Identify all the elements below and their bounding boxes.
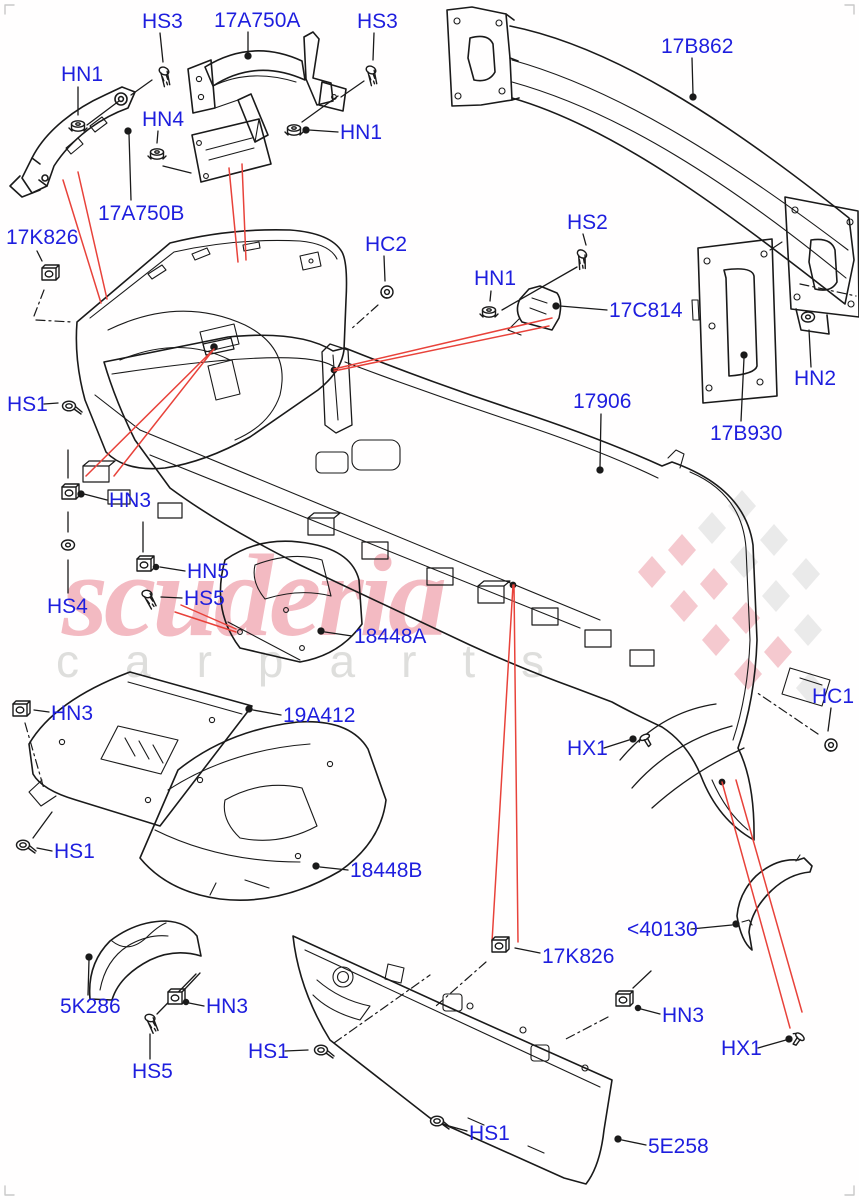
part-label-hs3-b[interactable]: HS3 [357,10,398,33]
watermark-brand: scuderia [62,530,447,661]
alignment-axes [24,283,857,1044]
part-label-hx1-a[interactable]: HX1 [567,737,608,760]
part-label-hs5-a[interactable]: HS5 [184,587,225,610]
part-label-hn1-b[interactable]: HN1 [340,121,383,144]
part-label-hx1-b[interactable]: HX1 [721,1037,762,1060]
part-label-hn3-c[interactable]: HN3 [206,995,249,1018]
part-label-hn1-c[interactable]: HN1 [474,267,517,290]
part-label-hn2[interactable]: HN2 [794,367,837,390]
part-label-17b862[interactable]: 17B862 [661,35,734,58]
part-label-hs1-c[interactable]: HS1 [248,1040,289,1063]
part-label-hs1-d[interactable]: HS1 [469,1122,510,1145]
part-label-hc2[interactable]: HC2 [365,233,408,256]
part-17B930 [691,238,783,404]
part-label-17b930[interactable]: 17B930 [710,422,783,445]
part-label-hn1-a[interactable]: HN1 [61,63,104,86]
leader-lines [32,31,832,1146]
part-label-hs3-a[interactable]: HS3 [142,10,183,33]
part-label-5e258[interactable]: 5E258 [648,1135,709,1158]
part-label-hn3-b[interactable]: HN3 [51,702,94,725]
part-label-17k826-a[interactable]: 17K826 [6,226,79,249]
checkered-flag-watermark [638,490,824,704]
part-19A412 [28,671,253,827]
part-label-hs2[interactable]: HS2 [567,211,608,234]
part-5E258 [292,935,613,1185]
part-label-hs4[interactable]: HS4 [47,595,88,618]
part-label-hn5[interactable]: HN5 [187,560,230,583]
part-18448B [139,720,387,901]
part-label-hn3-a[interactable]: HN3 [109,489,152,512]
part-label-hs1-a[interactable]: HS1 [7,393,48,416]
part-label-17906[interactable]: 17906 [573,390,632,413]
red-leader-lines [62,163,803,1029]
part-label-17c814[interactable]: 17C814 [609,299,683,322]
part-label-17k826-b[interactable]: 17K826 [542,945,615,968]
part-17B862 [446,6,859,335]
part-label-17a750b[interactable]: 17A750B [98,202,185,225]
part-label-18448b[interactable]: 18448B [350,859,423,882]
part-label-hs5-b[interactable]: HS5 [132,1060,173,1083]
part-label-40130[interactable]: <40130 [627,918,698,941]
corner-marks [4,4,855,1196]
part-label-19a412[interactable]: 19A412 [283,704,356,727]
part-label-5k286[interactable]: 5K286 [60,995,121,1018]
part-40130 [736,854,813,951]
part-label-18448a[interactable]: 18448A [354,625,427,648]
part-5K286 [88,920,202,1001]
watermark-subtitle: carparts [56,635,591,687]
part-label-hs1-b[interactable]: HS1 [54,840,95,863]
part-17906 [82,334,831,841]
part-label-hn4[interactable]: HN4 [142,108,185,131]
part-label-hn3-d[interactable]: HN3 [662,1004,705,1027]
part-17A750A [187,31,347,183]
part-label-hc1[interactable]: HC1 [812,685,855,708]
part-label-17a750a[interactable]: 17A750A [214,9,301,32]
